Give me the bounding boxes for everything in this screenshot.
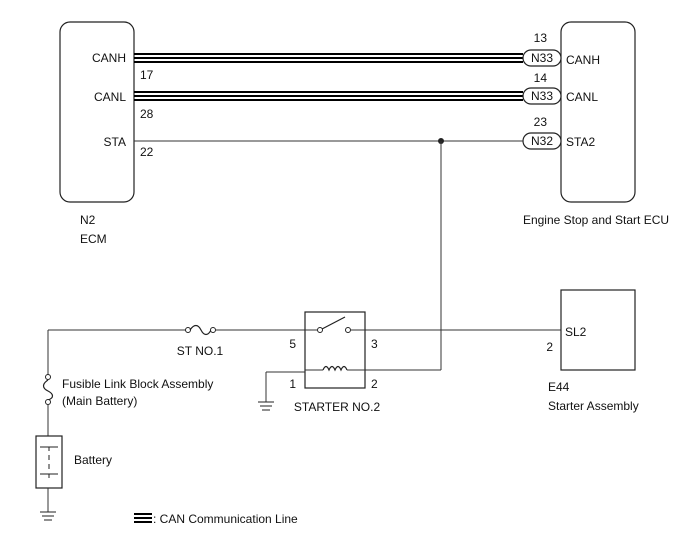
engine-ecu-pin-label-canh: CANH [566, 53, 600, 67]
starter-name: Starter Assembly [548, 399, 639, 413]
engine-ecu-pin-number-canl: 14 [534, 71, 548, 85]
ecm-pin-number-canl: 28 [140, 107, 154, 121]
starter-pin-number: 2 [546, 340, 553, 354]
battery-box [35, 435, 63, 489]
battery-label: Battery [74, 453, 112, 467]
starter-assembly-box [560, 289, 636, 371]
connector-n33-canl [522, 87, 562, 105]
connector-n33-canh-label: N33 [531, 51, 553, 65]
ecm-pin-number-sta: 22 [140, 145, 154, 159]
can-line-legend-icon [134, 513, 152, 523]
fusible-link-label-line1: Fusible Link Block Assembly [62, 377, 213, 391]
relay-pin-3: 3 [371, 337, 378, 351]
engine-ecu-pin-label-sta2: STA2 [566, 135, 595, 149]
relay-label: STARTER NO.2 [294, 400, 381, 414]
can-line-legend-label: : CAN Communication Line [153, 512, 298, 526]
starter-no2-relay-box [304, 311, 366, 389]
connector-n33-canl-label: N33 [531, 89, 553, 103]
relay-pin-5: 5 [289, 337, 296, 351]
ecm-pin-number-canh: 17 [140, 68, 154, 82]
engine-ecu-name: Engine Stop and Start ECU [523, 213, 669, 227]
connector-n32-sta2-label: N32 [531, 134, 553, 148]
starter-pin-label: SL2 [565, 325, 587, 339]
can-l-line [134, 91, 523, 101]
fusible-link-icon [42, 374, 54, 405]
battery-icon [40, 446, 58, 478]
fusible-link-label-line2: (Main Battery) [62, 394, 137, 408]
engine-ecu-pin-number-canh: 13 [534, 31, 548, 45]
relay-switch-icon [305, 316, 365, 333]
ecm-code: N2 [80, 213, 96, 227]
engine-ecu-pin-number-sta2: 23 [534, 115, 548, 129]
relay-ground-icon [258, 371, 305, 411]
ecm-pin-label-sta: STA [104, 135, 126, 149]
engine-ecu-pin-label-canl: CANL [566, 90, 598, 104]
relay-pin-1: 1 [289, 377, 296, 391]
ecm-pin-label-canh: CANH [92, 51, 126, 65]
can-h-line [134, 53, 523, 63]
st-no1-fuse-label: ST NO.1 [177, 344, 224, 358]
starter-code: E44 [548, 380, 570, 394]
st-no1-fuse-icon [185, 324, 216, 336]
ecm-pin-label-canl: CANL [94, 90, 126, 104]
relay-pin-2: 2 [371, 377, 378, 391]
relay-coil-icon [305, 365, 365, 372]
ecm-box [59, 21, 135, 203]
battery-ground-icon [40, 488, 56, 521]
ecm-name: ECM [80, 232, 107, 246]
engine-ecu-box [560, 21, 636, 203]
connector-n33-canh [522, 49, 562, 67]
